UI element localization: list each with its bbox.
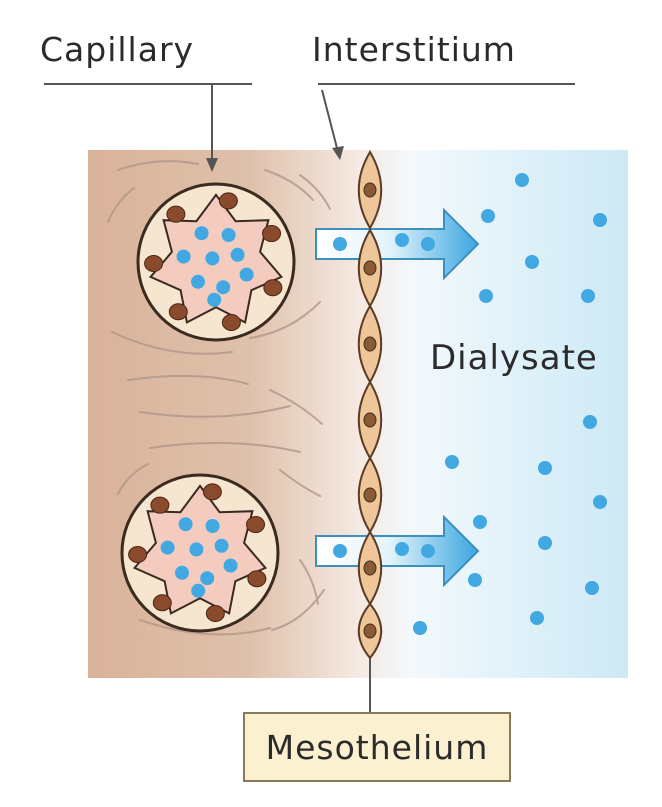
endothelial-nucleus — [203, 484, 221, 500]
endothelial-nucleus — [129, 547, 147, 563]
solute-particle — [179, 517, 193, 531]
solute-in-transit — [421, 237, 435, 251]
dialysate-solute — [530, 611, 544, 625]
dialysate-solute — [593, 213, 607, 227]
dialysate-solute — [473, 515, 487, 529]
endothelial-nucleus — [219, 193, 237, 209]
interstitium-label: Interstitium — [312, 30, 516, 69]
solute-particle — [222, 228, 236, 242]
mesothelial-nucleus — [364, 183, 376, 197]
solute-particle — [189, 542, 203, 556]
mesothelial-nucleus — [364, 413, 376, 427]
mesothelial-nucleus — [364, 337, 376, 351]
mesothelial-nucleus — [364, 561, 376, 575]
endothelial-nucleus — [248, 571, 266, 587]
solute-particle — [231, 248, 245, 262]
dialysate-solute — [479, 289, 493, 303]
endothelial-nucleus — [247, 517, 265, 533]
solute-particle — [240, 268, 254, 282]
endothelial-nucleus — [169, 304, 187, 320]
solute-in-transit — [395, 233, 409, 247]
dialysate-label: Dialysate — [430, 338, 598, 378]
solute-particle — [191, 275, 205, 289]
solute-particle — [175, 566, 189, 580]
solute-particle — [216, 280, 230, 294]
solute-particle — [205, 251, 219, 265]
mesothelium-label: Mesothelium — [266, 728, 489, 767]
dialysate-solute — [593, 495, 607, 509]
solute-in-transit — [333, 237, 347, 251]
solute-particle — [207, 293, 221, 307]
mesothelial-nucleus — [364, 488, 376, 502]
solute-in-transit — [395, 542, 409, 556]
dialysate-solute — [538, 461, 552, 475]
dialysate-solute — [585, 581, 599, 595]
capillary-label: Capillary — [40, 30, 194, 69]
solute-particle — [215, 539, 229, 553]
solute-particle — [200, 571, 214, 585]
dialysate-solute — [445, 455, 459, 469]
endothelial-nucleus — [263, 226, 281, 242]
dialysate-solute — [413, 621, 427, 635]
dialysate-solute — [583, 415, 597, 429]
solute-particle — [177, 250, 191, 264]
endothelial-nucleus — [264, 280, 282, 296]
dialysate-solute — [468, 573, 482, 587]
solute-particle — [206, 519, 220, 533]
dialysate-solute — [515, 173, 529, 187]
mesothelial-nucleus — [364, 624, 376, 638]
endothelial-nucleus — [222, 314, 240, 330]
endothelial-nucleus — [153, 595, 171, 611]
solute-particle — [224, 559, 238, 573]
endothelial-nucleus — [167, 206, 185, 222]
dialysate-solute — [481, 209, 495, 223]
dialysate-solute — [525, 255, 539, 269]
interstitium-leader-line — [322, 90, 338, 152]
solute-in-transit — [421, 544, 435, 558]
mesothelial-nucleus — [364, 261, 376, 275]
endothelial-nucleus — [145, 256, 163, 272]
mesothelium-label-box: Mesothelium — [243, 712, 511, 782]
solute-particle — [195, 226, 209, 240]
solute-particle — [161, 541, 175, 555]
endothelial-nucleus — [206, 605, 224, 621]
dialysate-solute — [581, 289, 595, 303]
dialysate-solute — [538, 536, 552, 550]
solute-in-transit — [333, 544, 347, 558]
endothelial-nucleus — [151, 497, 169, 513]
solute-particle — [191, 584, 205, 598]
